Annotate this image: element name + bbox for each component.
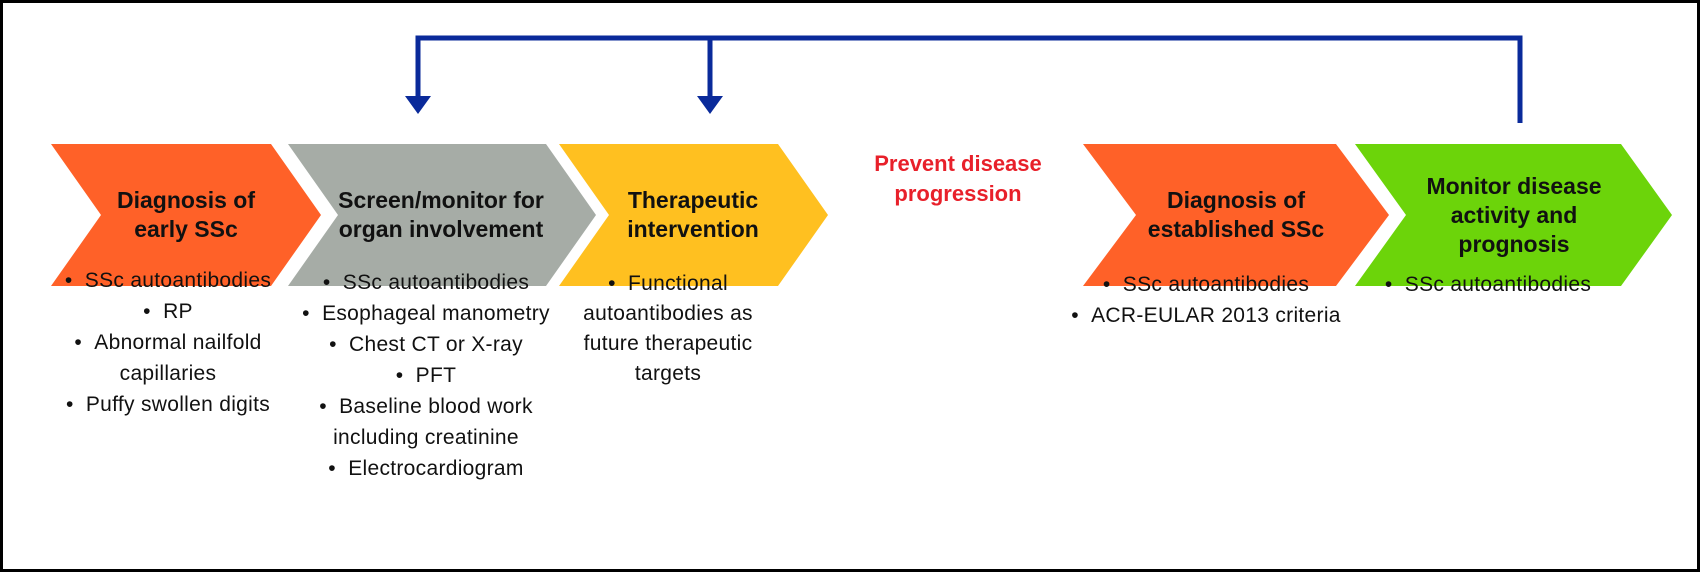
feedback-connector [405, 35, 1523, 123]
step-label-established-ssc: Diagnosis of established SSc [1147, 187, 1325, 242]
prevent-progression-text: Prevent disease progression [874, 151, 1042, 206]
list-item: Abnormal nailfold capillaries [33, 327, 303, 389]
arrowhead-therapeutic [697, 96, 723, 114]
chevron-early-ssc [51, 144, 321, 286]
list-item: PFT [281, 360, 571, 391]
list-item: RP [33, 296, 303, 327]
bullet-list-therapeutic: Functional autoantibodies as future ther… [573, 269, 763, 389]
chevron-screen-monitor [288, 144, 596, 286]
list-item: Functional autoantibodies as future ther… [573, 269, 763, 389]
list-item: SSc autoantibodies [1071, 269, 1341, 300]
list-item: Baseline blood work including creatinine [281, 391, 571, 453]
step-label-monitor-activity: Monitor disease activity and prognosis [1426, 172, 1602, 257]
list-item: Electrocardiogram [281, 453, 571, 484]
bullet-list-monitor-activity: SSc autoantibodies [1343, 269, 1633, 300]
bullet-list-screen-monitor: SSc autoantibodies Esophageal manometry … [281, 267, 571, 484]
chevron-established-ssc [1083, 144, 1389, 286]
list-item: ACR-EULAR 2013 criteria [1071, 300, 1341, 331]
list-item: SSc autoantibodies [33, 265, 303, 296]
list-item: Puffy swollen digits [33, 389, 303, 420]
chevron-therapeutic [559, 144, 828, 286]
list-item: Esophageal manometry [281, 298, 571, 329]
step-label-early-ssc: Diagnosis of early SSc [116, 187, 255, 242]
bullet-list-early-ssc: SSc autoantibodies RP Abnormal nailfold … [33, 265, 303, 420]
diagram-graphics [51, 35, 1672, 286]
step-label-screen-monitor: Screen/monitor for organ involvement [338, 187, 544, 242]
chevron-monitor-activity [1355, 144, 1672, 286]
feedback-line [415, 35, 1523, 123]
list-item: Chest CT or X-ray [281, 329, 571, 360]
step-label-therapeutic: Therapeutic intervention [627, 187, 759, 242]
list-item: SSc autoantibodies [1343, 269, 1633, 300]
arrowhead-screen [405, 96, 431, 114]
list-item: SSc autoantibodies [281, 267, 571, 298]
bullet-list-established-ssc: SSc autoantibodies ACR-EULAR 2013 criter… [1071, 269, 1341, 331]
